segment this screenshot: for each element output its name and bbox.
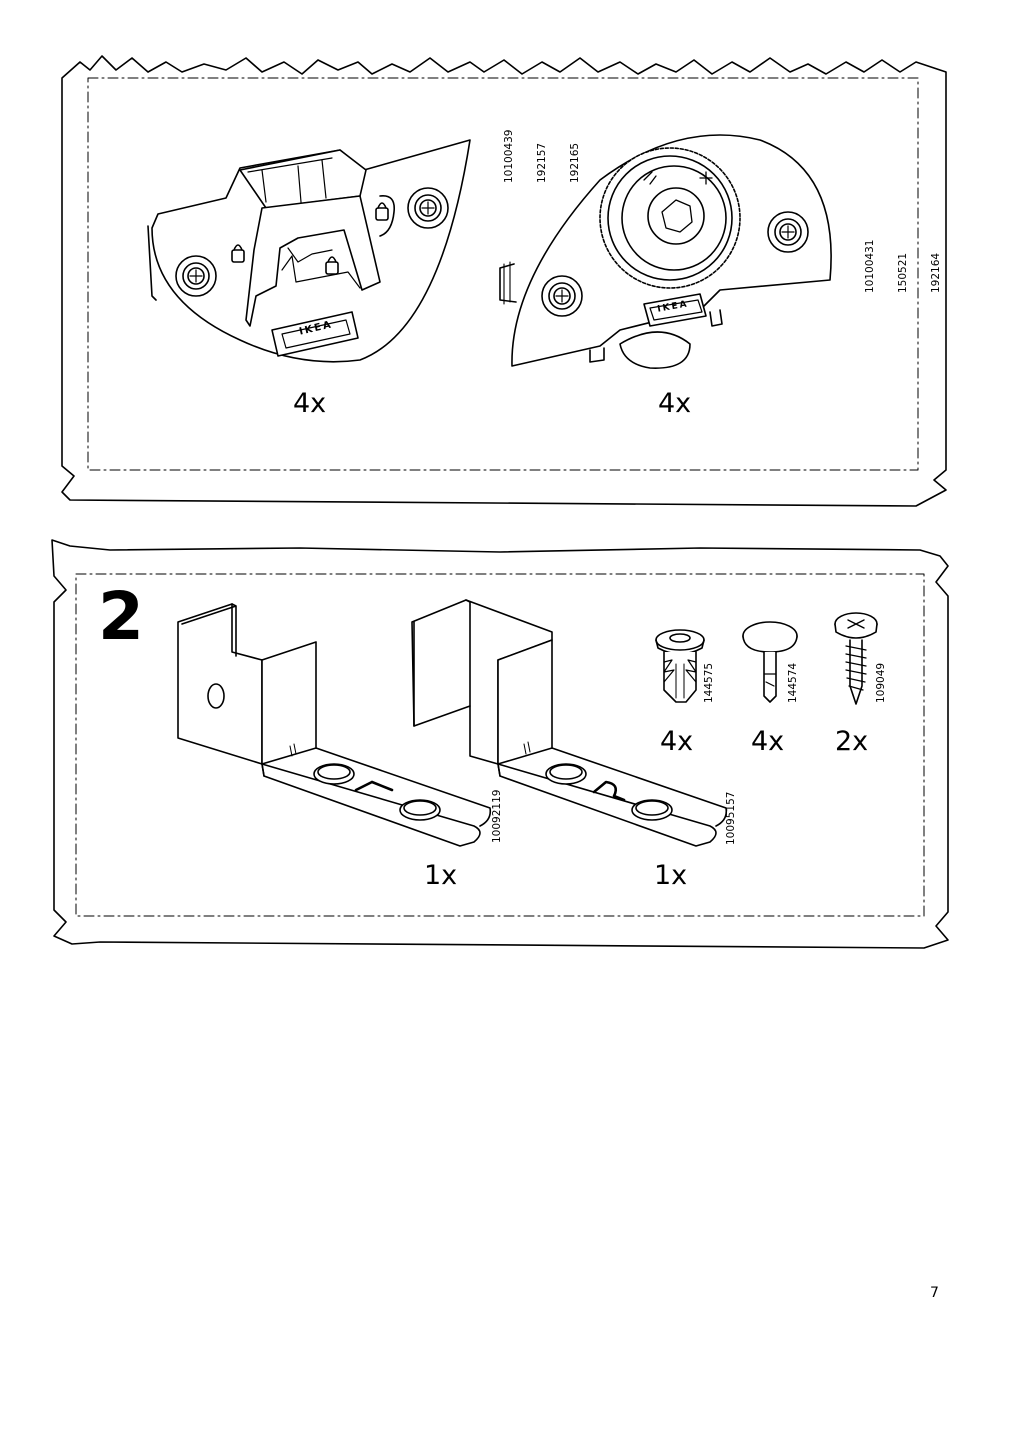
bracket-right-drawing — [411, 599, 728, 847]
step2-panel-frame — [51, 539, 949, 949]
lock-fitting-quantity: 4x — [293, 388, 327, 419]
plastic-plug-quantity: 4x — [660, 726, 694, 757]
article-number: 10100431 — [864, 239, 876, 293]
lock-fitting-article-numbers: 10100439 192157 192165 — [482, 130, 592, 183]
bracket-left-drawing — [177, 603, 492, 847]
cap-pin-article-number: 144574 — [787, 662, 799, 703]
article-number: 192165 — [569, 142, 581, 183]
article-number: 150521 — [897, 252, 909, 293]
bracket-right-quantity: 1x — [654, 860, 688, 891]
page-number: 7 — [930, 1285, 939, 1301]
cap-pin-drawing — [742, 621, 798, 703]
article-number: 192164 — [930, 252, 942, 293]
top-panel-frame — [61, 55, 947, 507]
screw-drawing — [834, 612, 878, 705]
adjuster-fitting-article-numbers: 10100431 150521 192164 — [843, 240, 953, 293]
bracket-right-article-number: 10095157 — [725, 791, 737, 845]
screw-quantity: 2x — [835, 726, 869, 757]
adjuster-fitting-drawing — [499, 134, 832, 369]
article-number: 192157 — [536, 142, 548, 183]
plastic-plug-drawing — [655, 629, 705, 703]
step-number: 2 — [98, 578, 144, 655]
bracket-left-article-number: 10092119 — [491, 789, 503, 843]
plastic-plug-article-number: 144575 — [703, 662, 715, 703]
adjuster-fitting-quantity: 4x — [658, 388, 692, 419]
article-number: 10100439 — [503, 129, 515, 183]
bracket-left-quantity: 1x — [424, 860, 458, 891]
cap-pin-quantity: 4x — [751, 726, 785, 757]
screw-article-number: 109049 — [875, 662, 887, 703]
lock-fitting-drawing — [147, 139, 471, 363]
